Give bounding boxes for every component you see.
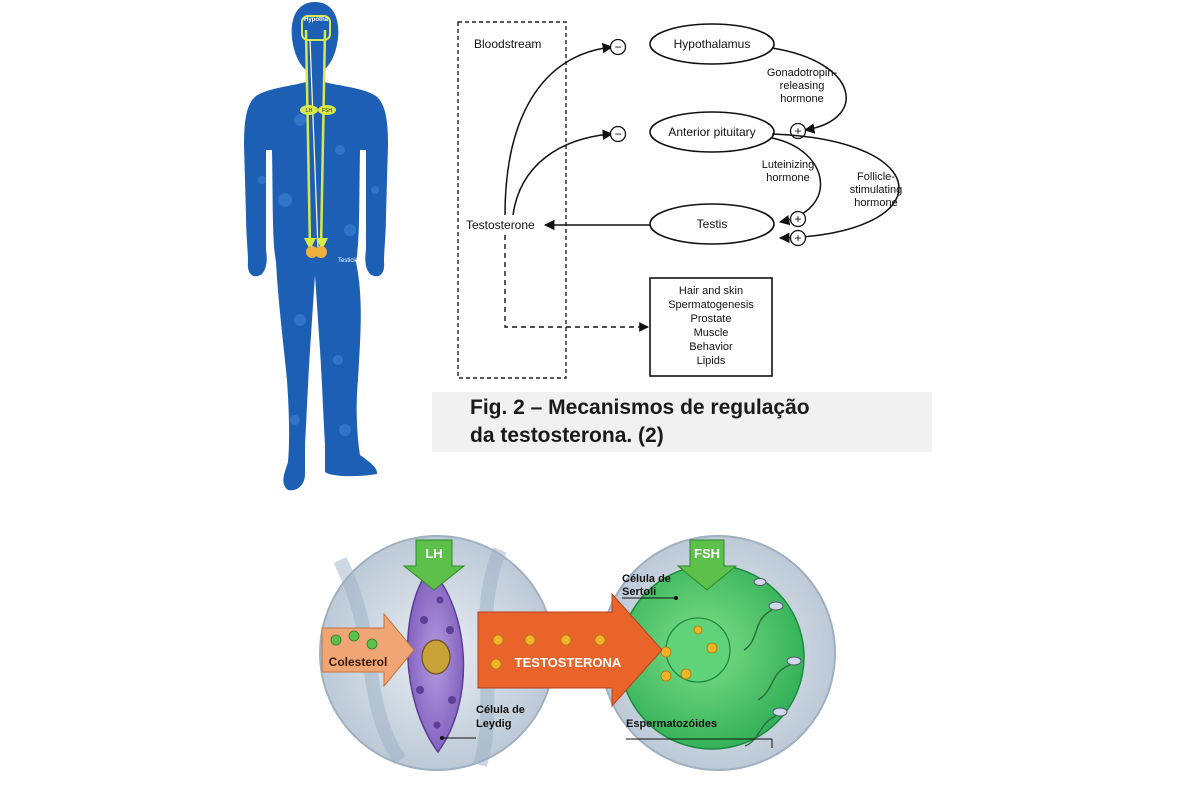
target-item: Lipids (697, 355, 726, 367)
lh-cell-label: LH (425, 546, 442, 561)
testes-label: Testicles (338, 258, 361, 264)
leydig-vesicles (416, 596, 456, 729)
testosterona-particles (490, 634, 606, 670)
target-item: Muscle (694, 327, 729, 339)
gnrh-label-line1: Gonadotropin- (767, 67, 838, 79)
minus-hypothalamus-sign: − (614, 40, 621, 54)
hormone-pathway (300, 15, 336, 258)
bloodstream-box (457, 21, 567, 379)
sperm-heads (753, 578, 802, 717)
minus-pituitary-circle (609, 125, 627, 143)
testis-node (649, 203, 775, 245)
target-tissues-box (649, 277, 773, 377)
target-item: Prostate (691, 313, 732, 325)
fsh-arrow (771, 133, 900, 244)
hypothalamus-node (649, 23, 775, 65)
gnrh-arrow (771, 47, 847, 134)
head-label: Hypotha (304, 17, 329, 23)
sertoli-label-line2: Sertoli (622, 586, 656, 598)
testis-label: Testis (697, 217, 728, 231)
figure-caption-panel (432, 392, 932, 452)
fsh-cell-label: FSH (694, 546, 720, 561)
target-item: Spermatogenesis (668, 299, 754, 311)
gnrh-label-line2: releasing (780, 80, 825, 92)
sertoli-label-line1: Célula de (622, 573, 671, 585)
plus-pituitary-sign: + (794, 124, 801, 138)
lh-label-line1: Luteinizing (762, 159, 815, 171)
fsh-label-line3: hormone (854, 197, 897, 209)
lh-marker-label: LH (306, 108, 313, 114)
leydig-nucleus (421, 639, 451, 675)
feedback-to-hypothalamus (504, 42, 614, 216)
figure-caption-line1: Fig. 2 – Mecanismos de regulação (470, 396, 810, 419)
target-item: Behavior (689, 341, 733, 353)
plus-testis-lh-sign: + (794, 212, 801, 226)
body-silhouette (244, 2, 388, 491)
anterior-pituitary-node (649, 111, 775, 153)
testosterone-to-targets-arrow (504, 235, 649, 332)
colesterol-particles (330, 630, 378, 650)
target-item: Hair and skin (679, 285, 743, 297)
fsh-stimulus-arrow (676, 539, 738, 591)
gnrh-label-line3: hormone (780, 93, 823, 105)
cell-diagram: LH FSH Colesterol TESTOSTERONA Célula de… (319, 535, 836, 771)
minus-pituitary-sign: − (614, 127, 621, 141)
regulation-diagram: Bloodstream Hypothalamus Anterior pituit… (457, 21, 903, 379)
target-tissues-list: Hair and skin Spermatogenesis Prostate M… (668, 285, 754, 367)
colesterol-label: Colesterol (329, 655, 388, 669)
testosterona-arrow (477, 592, 663, 708)
leydig-label-line1: Célula de (476, 704, 525, 716)
plus-testis-lh-circle (789, 210, 807, 228)
fsh-label-line1: Follicle- (857, 171, 895, 183)
testosterona-label: TESTOSTERONA (515, 655, 622, 670)
sertoli-granules (660, 625, 718, 682)
colesterol-arrow (321, 612, 415, 688)
testosterone-label: Testosterone (466, 218, 535, 232)
body-texture (258, 114, 379, 436)
plus-testis-fsh-circle (789, 229, 807, 247)
figure-caption-line2: da testosterona. (2) (470, 424, 664, 447)
anterior-pituitary-label: Anterior pituitary (668, 125, 755, 139)
espermatozoides-label: Espermatozóides (626, 718, 717, 730)
feedback-to-pituitary (512, 129, 614, 216)
lh-label-line2: hormone (766, 172, 809, 184)
plus-testis-fsh-sign: + (794, 231, 801, 245)
human-body-figure: Hypotha LH FSH Testicles (244, 2, 388, 491)
fsh-label-line2: stimulating (850, 184, 903, 196)
bloodstream-label: Bloodstream (474, 37, 541, 51)
fsh-marker-label: FSH (322, 108, 332, 114)
minus-hypothalamus-circle (609, 38, 627, 56)
lh-stimulus-arrow (402, 539, 466, 591)
leydig-label-line2: Leydig (476, 718, 511, 730)
hypothalamus-label: Hypothalamus (674, 37, 751, 51)
spermatozoa (743, 609, 791, 747)
